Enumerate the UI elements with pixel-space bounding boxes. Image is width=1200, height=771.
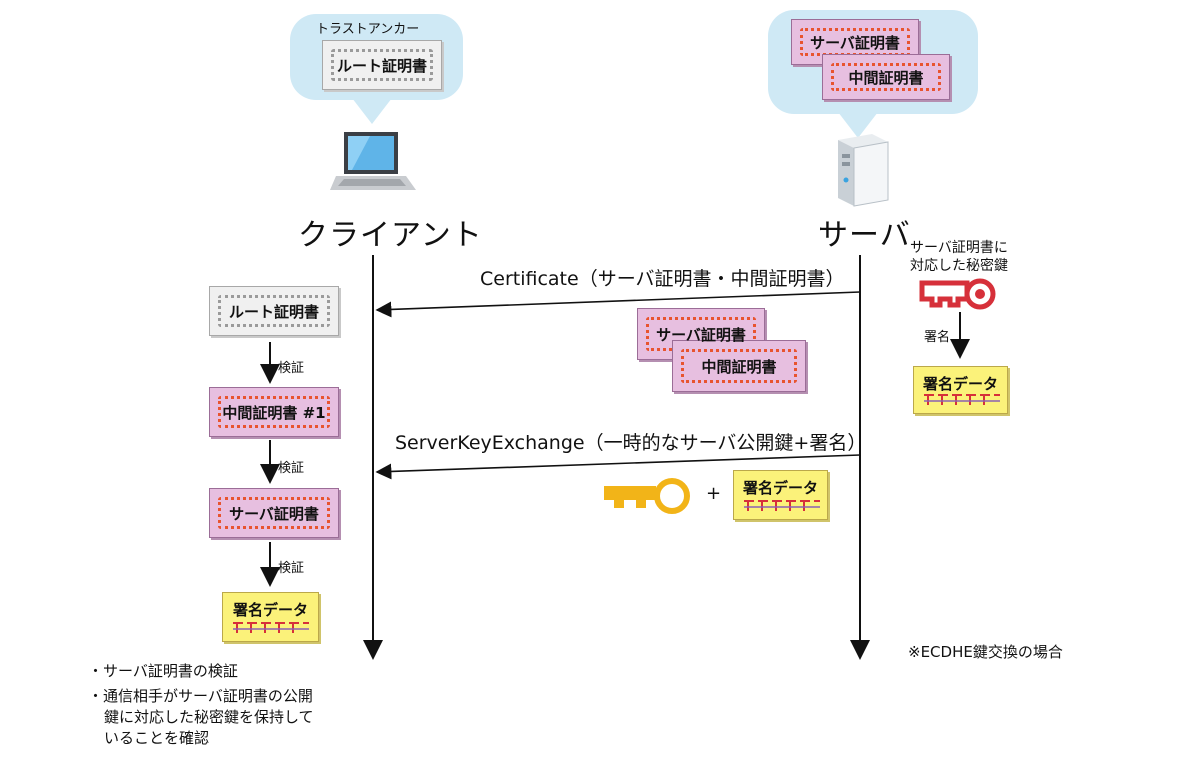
private-key-label-1: サーバ証明書に — [910, 240, 1008, 256]
server-bubble-intermediate-cert: 中間証明書 — [822, 54, 950, 100]
note-bullet-2-line-3: いることを確認 — [104, 729, 210, 747]
trust-anchor-title: トラストアンカー — [316, 22, 420, 37]
server-icon — [838, 134, 889, 207]
laptop-icon — [330, 132, 416, 190]
note-bullet-1: ・サーバ証明書の検証 — [88, 662, 238, 680]
certificate-message-label: Certificate（サーバ証明書・中間証明書） — [480, 268, 845, 290]
plus-sign: + — [706, 483, 722, 504]
private-key-icon — [919, 278, 996, 310]
message-signature-data: 署名データ — [733, 470, 828, 520]
note-bullet-2-line-2: 鍵に対応した秘密鍵を保持して — [104, 708, 314, 726]
trust-anchor-bubble-tail — [352, 98, 392, 124]
message-intermediate-cert: 中間証明書 — [672, 340, 806, 392]
serverkeyexchange-arrow — [375, 454, 861, 480]
private-key-label-2: 対応した秘密鍵 — [910, 258, 1008, 274]
trust-anchor-root-cert: ルート証明書 — [322, 40, 442, 90]
chain-root-cert: ルート証明書 — [209, 286, 339, 336]
note-bullet-2-line-1: ・通信相手がサーバ証明書の公開 — [88, 687, 313, 705]
server-signature-data: 署名データ — [913, 366, 1008, 414]
chain-signature-data: 署名データ — [222, 592, 319, 642]
client-label: クライアント — [298, 218, 483, 253]
verify-label-1: 検証 — [278, 361, 305, 376]
chain-intermediate-cert: 中間証明書 #1 — [209, 387, 339, 437]
ecdhe-footnote: ※ECDHE鍵交換の場合 — [908, 643, 1063, 661]
server-cert-bubble-tail — [838, 112, 878, 138]
verify-label-3: 検証 — [278, 561, 305, 576]
sign-label: 署名 — [924, 330, 951, 345]
certificate-arrow — [375, 291, 861, 318]
chain-server-cert: サーバ証明書 — [209, 488, 339, 538]
verify-label-2: 検証 — [278, 461, 305, 476]
serverkeyexchange-message-label: ServerKeyExchange（一時的なサーバ公開鍵+署名） — [395, 432, 867, 454]
server-label: サーバ — [818, 218, 911, 253]
public-key-icon — [604, 478, 690, 514]
